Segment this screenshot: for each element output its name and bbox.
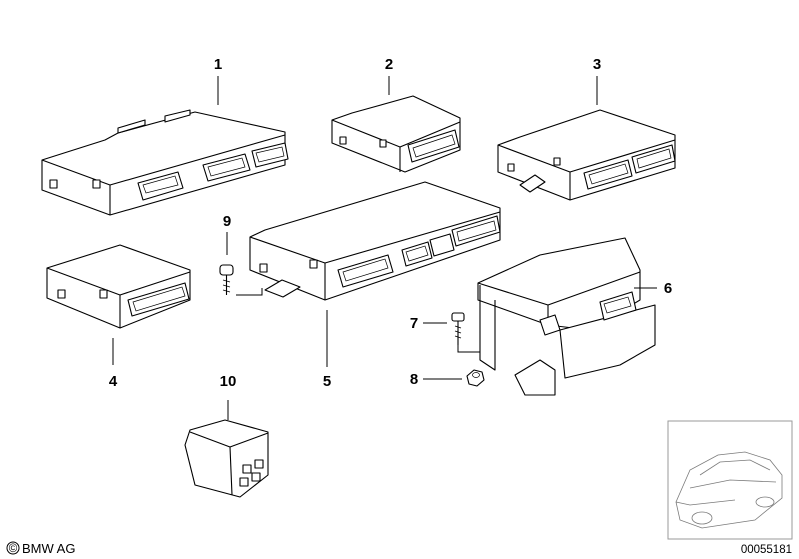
callout-5: 5 — [323, 373, 331, 390]
callout-10: 10 — [220, 373, 237, 390]
callout-3: 3 — [593, 56, 601, 73]
connector-icon — [631, 144, 676, 174]
part-5-control-module[interactable] — [249, 181, 501, 301]
part-3-control-module[interactable] — [497, 109, 676, 201]
part-1-control-module[interactable] — [41, 109, 289, 216]
part-2-control-module[interactable] — [331, 95, 461, 173]
part-6-module-bracket[interactable] — [477, 237, 656, 396]
part-10-relay[interactable] — [184, 419, 269, 498]
connector-icon — [451, 215, 501, 247]
svg-text:©: © — [9, 543, 18, 555]
leader-lines — [112, 76, 657, 420]
connector-icon — [583, 159, 633, 190]
part-4-control-module[interactable] — [46, 244, 191, 329]
connector-icon — [127, 282, 190, 317]
brand-mark: © — [6, 541, 20, 555]
part-9-screw[interactable] — [219, 264, 234, 295]
callout-4: 4 — [109, 373, 118, 390]
callout-7: 7 — [410, 315, 418, 332]
connector-icon — [599, 291, 637, 321]
connector-icon — [337, 254, 394, 288]
vehicle-thumbnail — [667, 420, 793, 540]
brand-label: BMW AG — [22, 541, 75, 556]
callout-9: 9 — [223, 213, 231, 230]
part-7-screw[interactable] — [451, 312, 465, 345]
callout-2: 2 — [385, 56, 393, 73]
callout-6: 6 — [664, 280, 672, 297]
connector-icon — [137, 171, 184, 201]
connector-icon — [401, 241, 433, 267]
connector-icon — [202, 153, 251, 182]
connector-icon — [251, 142, 289, 168]
diagram-number: 00055181 — [741, 544, 792, 556]
callout-8: 8 — [410, 371, 418, 388]
connector-icon — [429, 233, 455, 257]
connector-icon — [407, 129, 460, 163]
part-8-nut[interactable] — [466, 369, 485, 387]
callout-1: 1 — [214, 56, 222, 73]
